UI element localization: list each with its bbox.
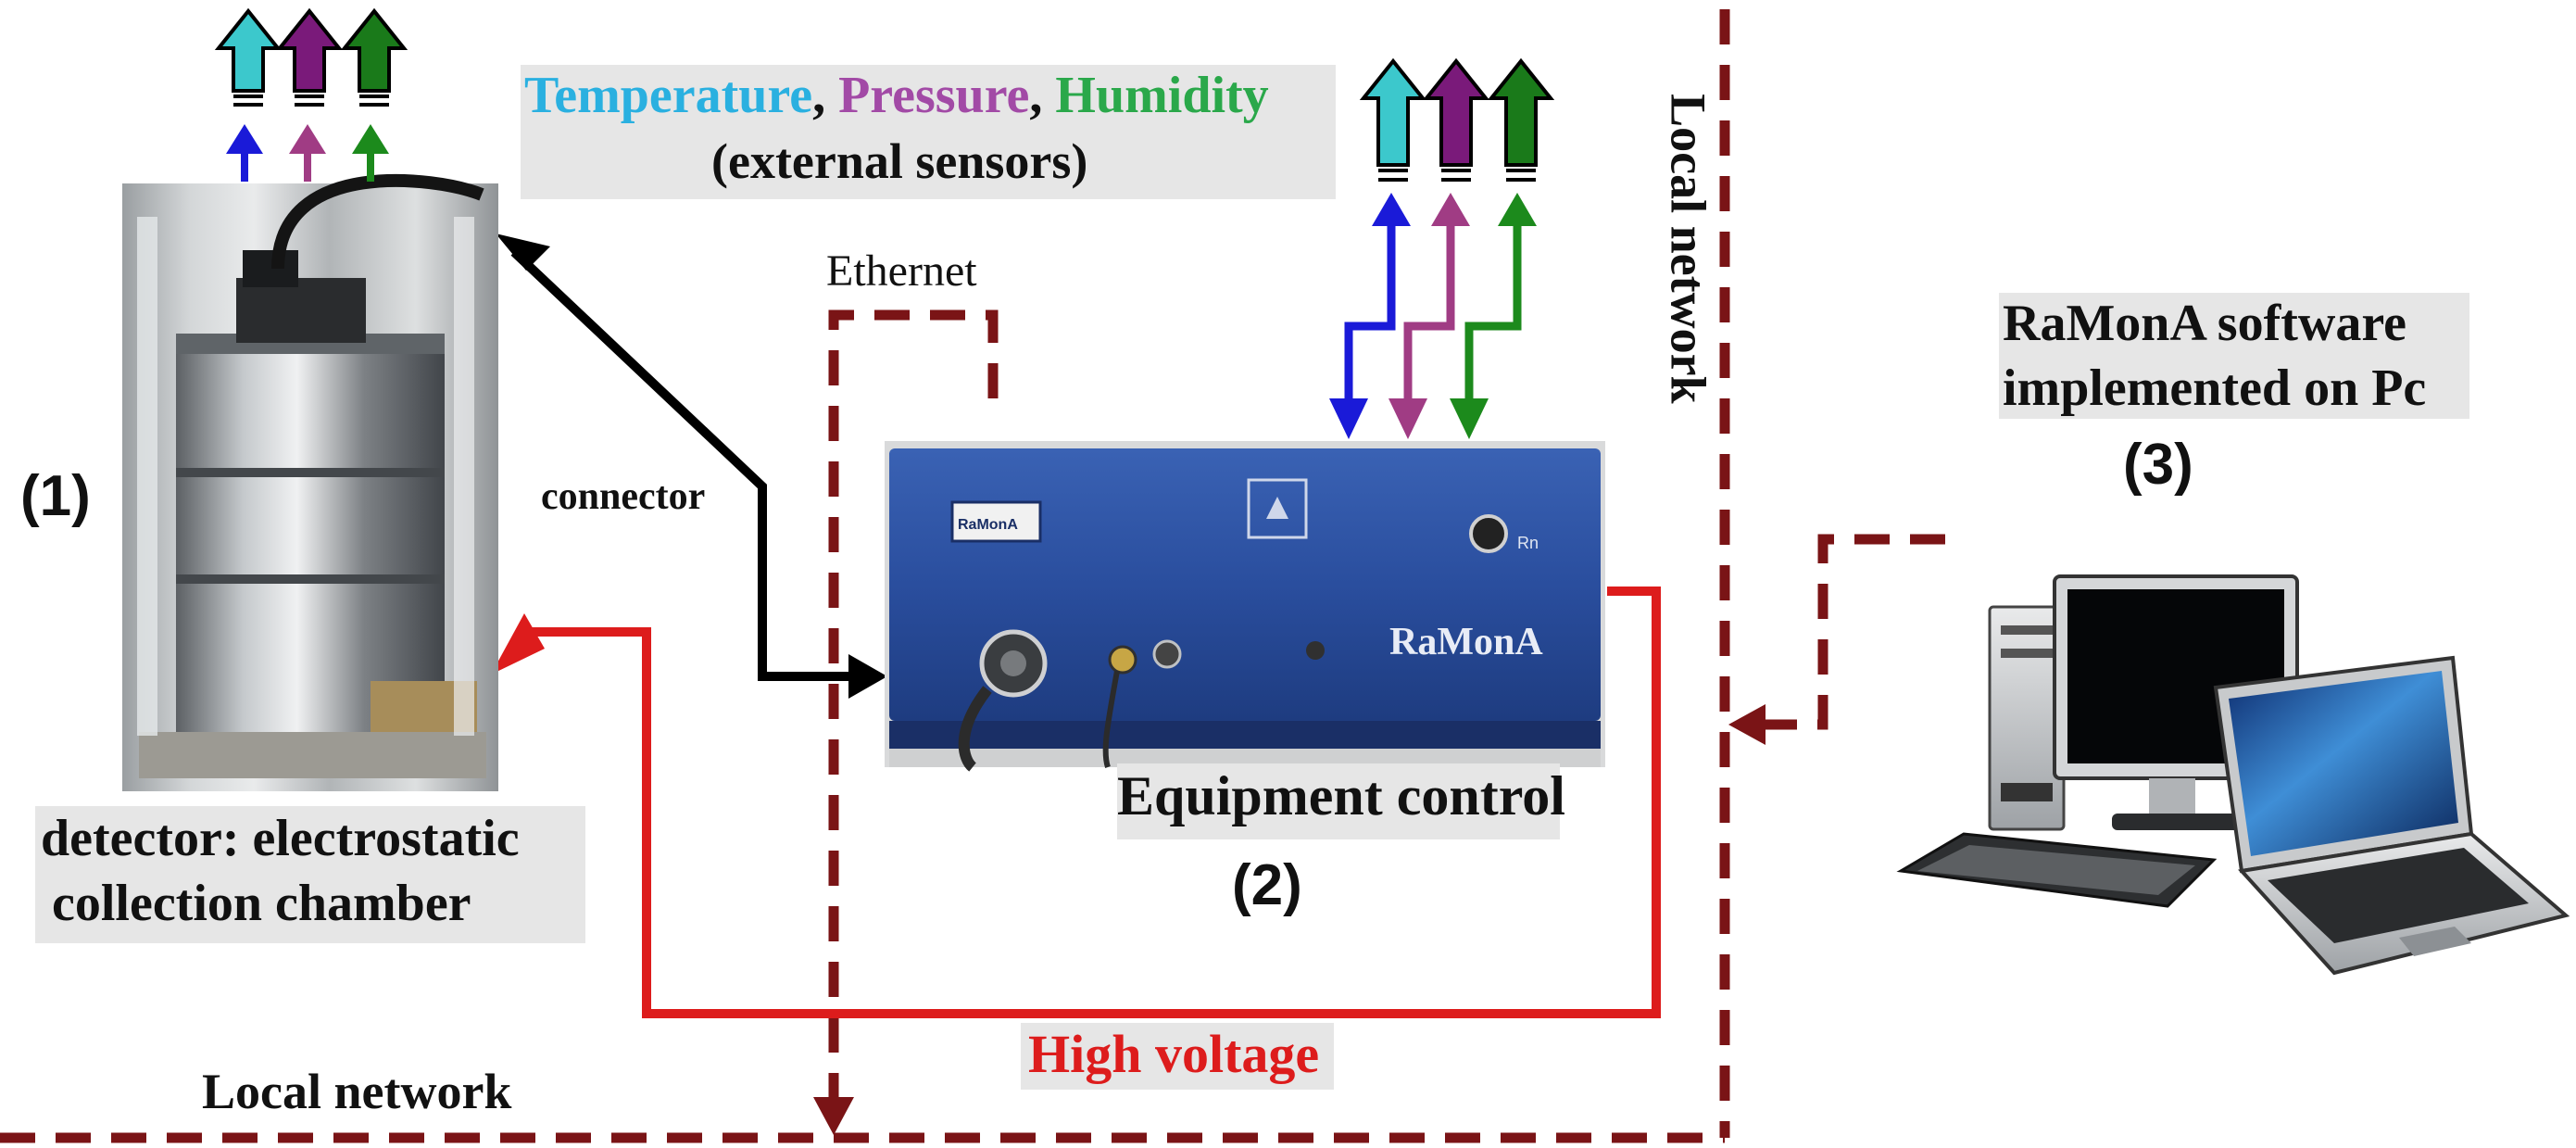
purple-line-arrow-bottom [1389, 398, 1427, 439]
detector-number: (1) [20, 464, 91, 528]
blue-line-arrow-top [1372, 193, 1411, 226]
green-line-arrow-bottom [1450, 398, 1489, 439]
pc-link-arrowhead [1728, 704, 1766, 745]
high-voltage-label: High voltage [1028, 1024, 1320, 1084]
temperature-label: Temperature [524, 67, 813, 124]
equipment-control-label-box [1117, 763, 1560, 839]
purple-sensor-line [1403, 217, 1455, 408]
ethernet-link [828, 309, 999, 1098]
connector-label: connector [541, 475, 706, 518]
equipment-control-photo: RaMonA RaMonA Rn [885, 441, 1605, 772]
sensors-label-box [521, 65, 1336, 199]
humidity-label: Humidity [1055, 67, 1269, 124]
sensors-title: Temperature, Pressure, Humidity [524, 69, 1269, 123]
device-brand-text: RaMonA [1389, 621, 1543, 663]
detector-label-line1: detector: electrostatic [41, 810, 520, 867]
sensor-separator: , [812, 67, 826, 124]
high-voltage-label-box [1021, 1023, 1334, 1090]
equipment-sensor-lines [1344, 217, 1522, 408]
temperature-up-arrow-icon [1359, 57, 1427, 182]
connector-line [510, 248, 857, 681]
software-label-box [1999, 293, 2469, 419]
equipment-sensor-output-arrows [1359, 57, 1555, 182]
pressure-label: Pressure [838, 67, 1030, 124]
temperature-up-arrow-icon [214, 7, 283, 107]
connector-arrowhead-top [496, 233, 550, 271]
detector-green-arrow [352, 124, 389, 154]
software-label-line2: implemented on Pc [2003, 360, 2427, 417]
blue-sensor-line [1344, 217, 1396, 408]
high-voltage-arrowhead [491, 613, 545, 675]
high-voltage-line [528, 587, 1661, 1018]
detector-sensor-output-arrows [214, 7, 408, 107]
ethernet-arrowhead [813, 1097, 854, 1135]
connector-arrowhead-right [848, 654, 887, 699]
sensor-separator: , [1029, 67, 1043, 124]
detector-purple-arrow [289, 124, 326, 154]
pressure-up-arrow-icon [275, 7, 344, 107]
equipment-number: (2) [1232, 853, 1302, 917]
pressure-up-arrow-icon [1422, 57, 1490, 182]
detector-label-box [35, 806, 585, 943]
local-network-label-bottom: Local network [202, 1064, 512, 1119]
humidity-up-arrow-icon [1487, 57, 1555, 182]
purple-line-arrow-top [1431, 193, 1470, 226]
detector-label-line2: collection chamber [52, 875, 471, 932]
local-network-label-vertical: Local network [1660, 94, 1716, 404]
desktop-and-laptop-icon [1896, 574, 2570, 976]
device-knob-text: Rn [1517, 534, 1539, 552]
device-tag-text: RaMonA [958, 517, 1018, 533]
equipment-control-label: Equipment control [1117, 765, 1565, 826]
local-network-lines [0, 9, 1945, 1143]
blue-line-arrow-bottom [1329, 398, 1368, 439]
detector-blue-arrow [226, 124, 263, 154]
green-sensor-line [1464, 217, 1522, 408]
software-number: (3) [2123, 433, 2193, 497]
sensors-subtitle: (external sensors) [711, 133, 1088, 189]
software-label-line1: RaMonA software [2003, 295, 2407, 352]
green-line-arrow-top [1498, 193, 1537, 226]
pc-network-link [1760, 534, 1945, 730]
detector-photo [122, 173, 498, 791]
humidity-up-arrow-icon [340, 7, 408, 107]
ethernet-label: Ethernet [826, 246, 977, 296]
